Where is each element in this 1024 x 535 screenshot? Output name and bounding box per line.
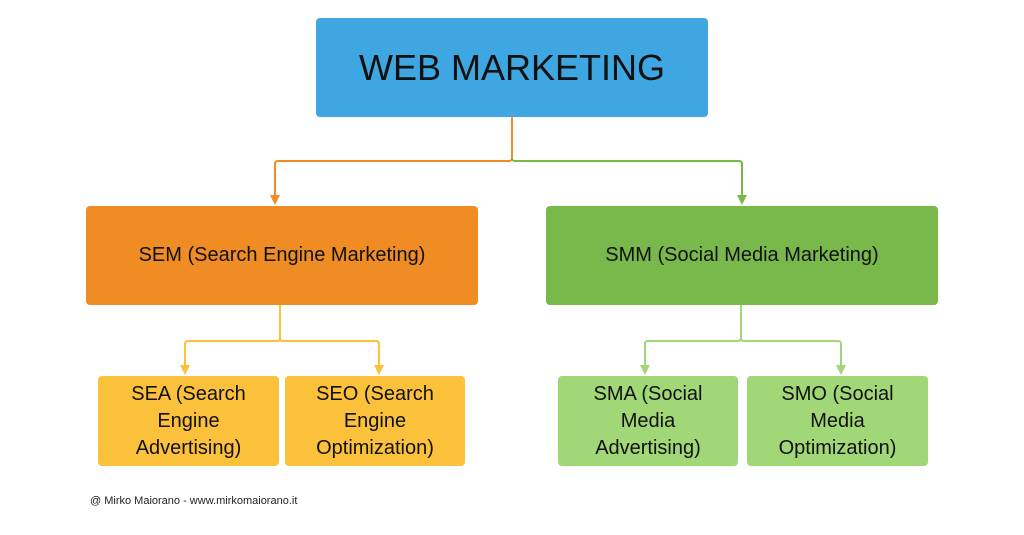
edge-smm-smo <box>740 337 846 375</box>
node-web-marketing: WEB MARKETING <box>316 18 708 117</box>
credit-text: @ Mirko Maiorano - www.mirkomaiorano.it <box>90 495 298 507</box>
node-label-line: SEO (Search <box>316 382 434 405</box>
edge-root-sem <box>270 117 513 205</box>
node-label-line: Engine <box>343 409 407 432</box>
node-sea: SEA (Search Engine Advertising) <box>98 376 279 466</box>
edge-sem-seo <box>279 337 384 375</box>
node-smo: SMO (Social Media Optimization) <box>747 376 928 466</box>
node-label-line: Media <box>620 409 676 432</box>
node-label-line: SEA (Search <box>131 382 246 405</box>
node-label-line: Advertising) <box>595 436 701 459</box>
node-label: SEM (Search Engine Marketing) <box>138 244 426 266</box>
node-seo: SEO (Search Engine Optimization) <box>285 376 465 466</box>
node-sma: SMA (Social Media Advertising) <box>558 376 738 466</box>
node-label-line: Media <box>810 409 865 432</box>
node-label-line: Optimization) <box>778 436 897 459</box>
node-smm: SMM (Social Media Marketing) <box>546 206 938 305</box>
node-label-line: Engine <box>157 409 220 432</box>
node-label: SMM (Social Media Marketing) <box>605 244 879 266</box>
node-label-line: Advertising) <box>135 436 242 459</box>
node-label: WEB MARKETING <box>358 46 666 88</box>
node-sem: SEM (Search Engine Marketing) <box>86 206 478 305</box>
node-label-line: SMA (Social <box>593 382 703 405</box>
edge-smm-sma <box>640 305 742 375</box>
node-label-line: SMO (Social <box>781 382 894 405</box>
edge-sem-sea <box>180 305 281 375</box>
edge-root-smm <box>511 157 747 205</box>
node-label-line: Optimization) <box>316 436 434 459</box>
